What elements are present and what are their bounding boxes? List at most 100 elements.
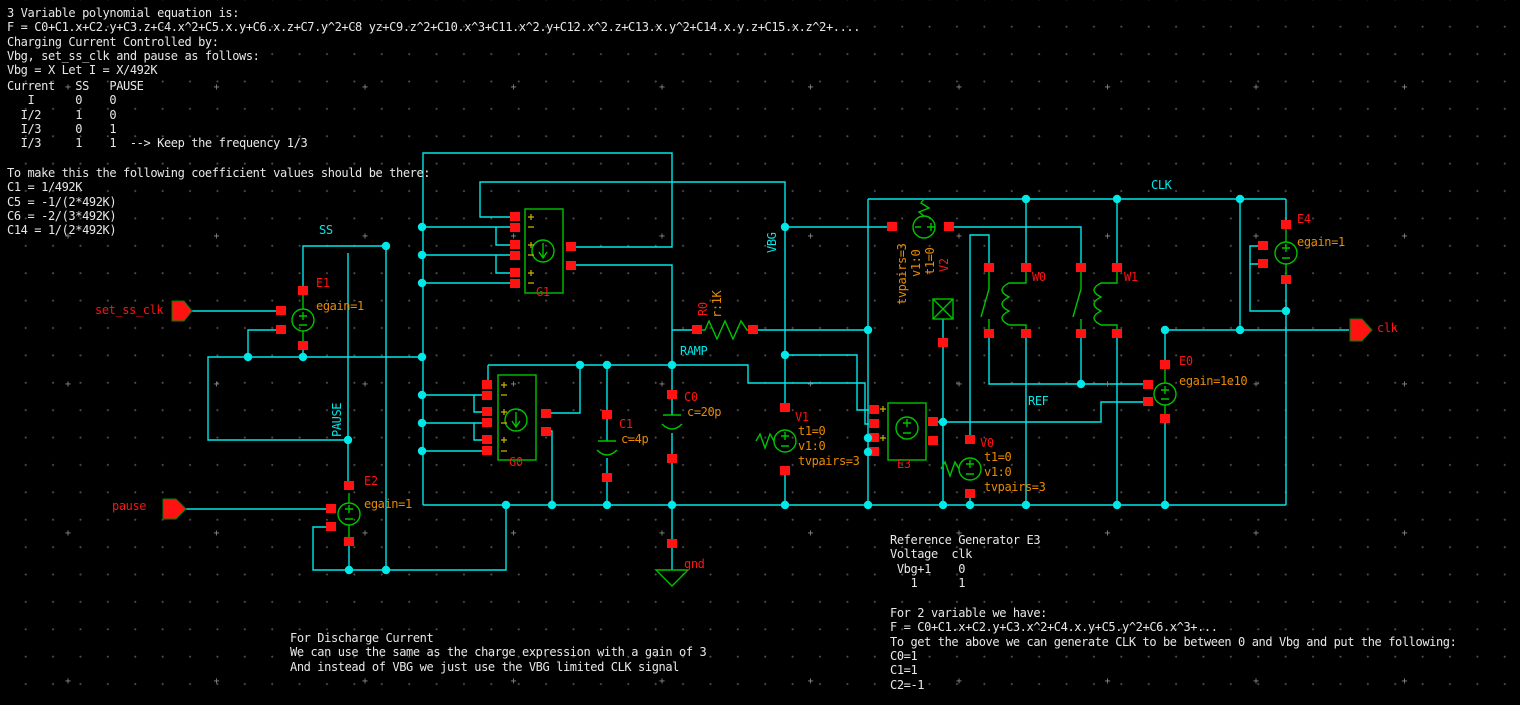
component-g0[interactable]	[497, 374, 537, 461]
pin[interactable]	[780, 403, 790, 412]
port-set-ss-clk[interactable]	[171, 300, 193, 322]
component-c1[interactable]	[596, 440, 618, 456]
pin[interactable]	[276, 306, 286, 315]
param-v0-tvpairs[interactable]: tvpairs=3	[984, 480, 1046, 494]
param-v2-t1[interactable]: t1=0	[923, 247, 937, 275]
component-e2[interactable]	[337, 493, 361, 537]
pin[interactable]	[748, 325, 758, 334]
label-w1[interactable]: W1	[1124, 270, 1138, 284]
ground-symbol[interactable]	[654, 569, 690, 587]
component-c0[interactable]	[661, 414, 683, 430]
param-v1-tvpairs[interactable]: tvpairs=3	[798, 454, 860, 468]
pin[interactable]	[326, 504, 336, 513]
pin[interactable]	[276, 325, 286, 334]
label-r0[interactable]: R0	[696, 302, 710, 316]
component-w0[interactable]	[980, 272, 1027, 329]
ports[interactable]	[162, 300, 1373, 520]
pin[interactable]	[482, 446, 492, 455]
param-e1[interactable]: egain=1	[316, 299, 364, 313]
net-label-ss[interactable]: SS	[319, 223, 333, 237]
label-g1[interactable]: G1	[536, 285, 550, 299]
component-e4[interactable]	[1274, 229, 1298, 275]
pin[interactable]	[984, 263, 994, 272]
pin[interactable]	[1281, 220, 1291, 229]
pin[interactable]	[602, 410, 612, 419]
label-c0[interactable]: C0	[684, 390, 698, 404]
pin[interactable]	[602, 473, 612, 482]
pin[interactable]	[1021, 263, 1031, 272]
pin[interactable]	[780, 466, 790, 475]
pin[interactable]	[1143, 397, 1153, 406]
pin[interactable]	[344, 537, 354, 546]
label-e4[interactable]: E4	[1297, 212, 1311, 226]
pin[interactable]	[566, 261, 576, 270]
label-c1[interactable]: C1	[619, 417, 633, 431]
label-w0[interactable]: W0	[1032, 270, 1046, 284]
label-v1[interactable]: V1	[795, 410, 809, 424]
pin[interactable]	[869, 447, 879, 456]
param-c0[interactable]: c=20p	[687, 405, 722, 419]
component-v2[interactable]	[912, 198, 936, 239]
pin[interactable]	[510, 240, 520, 249]
pin[interactable]	[944, 222, 954, 231]
port-clk[interactable]	[1349, 318, 1373, 342]
pin[interactable]	[928, 436, 938, 445]
component-r0[interactable]	[697, 319, 755, 341]
label-e2[interactable]: E2	[364, 474, 378, 488]
component-xbox[interactable]	[932, 298, 954, 320]
pin[interactable]	[692, 325, 702, 334]
pin[interactable]	[1143, 380, 1153, 389]
pin[interactable]	[1258, 241, 1268, 250]
pin[interactable]	[326, 522, 336, 531]
pin[interactable]	[298, 286, 308, 295]
param-v0-t1[interactable]: t1=0	[984, 450, 1012, 464]
net-label-ref[interactable]: REF	[1028, 394, 1049, 408]
pin[interactable]	[298, 341, 308, 350]
pin[interactable]	[510, 279, 520, 288]
param-v2-v1[interactable]: v1:0	[909, 249, 923, 277]
pin[interactable]	[1258, 259, 1268, 268]
pin[interactable]	[965, 489, 975, 498]
pin[interactable]	[510, 212, 520, 221]
pin[interactable]	[928, 417, 938, 426]
port-pause[interactable]	[162, 498, 187, 520]
pin[interactable]	[482, 391, 492, 400]
pin[interactable]	[869, 419, 879, 428]
param-c1[interactable]: c=4p	[621, 432, 649, 446]
component-g1[interactable]	[524, 208, 564, 294]
component-v1[interactable]	[755, 429, 797, 453]
pin[interactable]	[541, 427, 551, 436]
pin[interactable]	[1076, 263, 1086, 272]
net-label-vbg[interactable]: VBG	[765, 232, 779, 253]
pin[interactable]	[1160, 414, 1170, 423]
net-label-ramp[interactable]: RAMP	[680, 344, 708, 358]
param-e2[interactable]: egain=1	[364, 497, 412, 511]
param-v1-t1[interactable]: t1=0	[798, 424, 826, 438]
pin[interactable]	[566, 242, 576, 251]
component-e3[interactable]	[880, 402, 927, 461]
net-label-clk[interactable]: CLK	[1151, 178, 1172, 192]
pin[interactable]	[667, 390, 677, 399]
pin[interactable]	[984, 329, 994, 338]
pin[interactable]	[869, 433, 879, 442]
pin[interactable]	[482, 407, 492, 416]
label-gnd[interactable]: gnd	[684, 557, 705, 571]
pin[interactable]	[482, 380, 492, 389]
port-label-clk[interactable]: clk	[1377, 321, 1398, 335]
pin[interactable]	[869, 405, 879, 414]
label-e1[interactable]: E1	[316, 276, 330, 290]
pin[interactable]	[510, 268, 520, 277]
port-label-pause[interactable]: pause	[112, 499, 147, 513]
pin[interactable]	[1076, 329, 1086, 338]
label-v2[interactable]: V2	[937, 258, 951, 272]
component-v0[interactable]	[940, 457, 982, 481]
pin[interactable]	[1160, 360, 1170, 369]
param-v0-v1[interactable]: v1:0	[984, 465, 1012, 479]
label-e0[interactable]: E0	[1179, 354, 1193, 368]
pin[interactable]	[938, 338, 948, 347]
pin[interactable]	[510, 223, 520, 232]
pin[interactable]	[482, 435, 492, 444]
label-e3[interactable]: E3	[897, 457, 911, 471]
component-w1[interactable]	[1072, 272, 1118, 329]
